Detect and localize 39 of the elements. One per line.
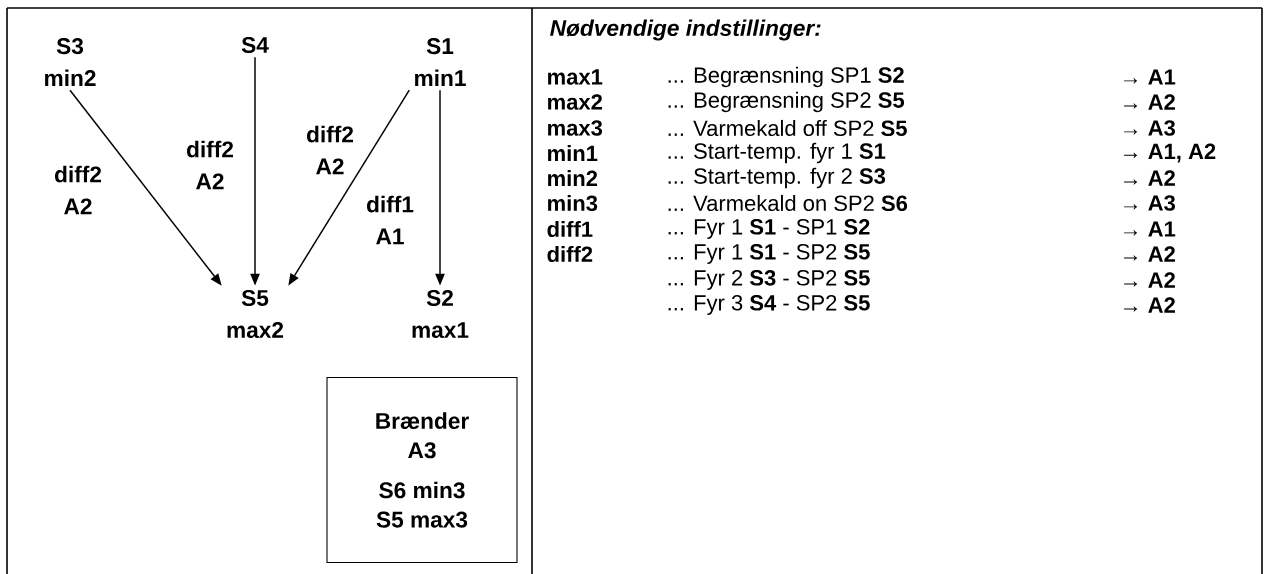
setting-description: ... Varmekald on SP2 S6 — [668, 194, 908, 212]
edge-label: diff2 A2 — [55, 165, 102, 215]
setting-description: ... Fyr 1 S1 - SP1 S2 — [668, 219, 870, 239]
output-reference: → A2 — [1124, 272, 1175, 288]
output-reference: → A2 — [1124, 246, 1175, 262]
burner-box: Brænder A3 S6 min3 S5 max3 — [326, 376, 518, 564]
setting-description: ... Begrænsning SP2 S5 — [668, 91, 905, 113]
setting-description: ... Fyr 3 S4 - SP2 S5 — [668, 295, 870, 315]
output-reference: → A1 — [1124, 69, 1176, 85]
sensor-label: S4 — [241, 36, 269, 54]
setting-name: max3 — [548, 120, 603, 136]
output-reference: → A1, A2 — [1124, 143, 1216, 163]
setting-name: min2 — [548, 170, 598, 186]
output-reference: → A2 — [1124, 94, 1175, 110]
output-reference: → A3 — [1124, 120, 1175, 136]
setting-description: ... Varmekald off SP2 S5 — [668, 119, 907, 137]
output-reference: → A2 — [1124, 170, 1175, 186]
setting-description: ... Fyr 1 S1 - SP2 S5 — [668, 244, 870, 264]
setting-description: ... Start-temp. fyr 1 S1 — [668, 142, 886, 164]
setting-name: min3 — [548, 194, 598, 212]
edge-label: diff2 A2 — [307, 125, 353, 175]
setting-description: ... Fyr 2 S3 - SP2 S5 — [668, 270, 870, 290]
edge-label: diff2 A2 — [187, 140, 233, 190]
sensor-label: S1 min1 — [415, 38, 466, 86]
edge-label: diff1 A1 — [367, 195, 414, 245]
sensor-label: S3 min2 — [45, 38, 96, 86]
setting-name: max2 — [548, 94, 602, 110]
setting-description: ... Start-temp. fyr 2 S3 — [668, 167, 886, 189]
setting-description: ... Begrænsning SP1 S2 — [668, 66, 904, 88]
output-reference: → A3 — [1124, 195, 1175, 211]
output-reference: → A1 — [1124, 221, 1176, 237]
output-reference: → A2 — [1124, 297, 1175, 313]
table-heading: Nødvendige indstillinger: — [550, 19, 821, 41]
setting-name: min1 — [548, 145, 598, 161]
sensor-label: S2 max1 — [412, 289, 469, 339]
setting-name: diff1 — [547, 220, 593, 238]
setting-name: diff2 — [547, 245, 593, 263]
setting-name: max1 — [548, 69, 603, 85]
sensor-label: S5 max2 — [227, 289, 284, 339]
